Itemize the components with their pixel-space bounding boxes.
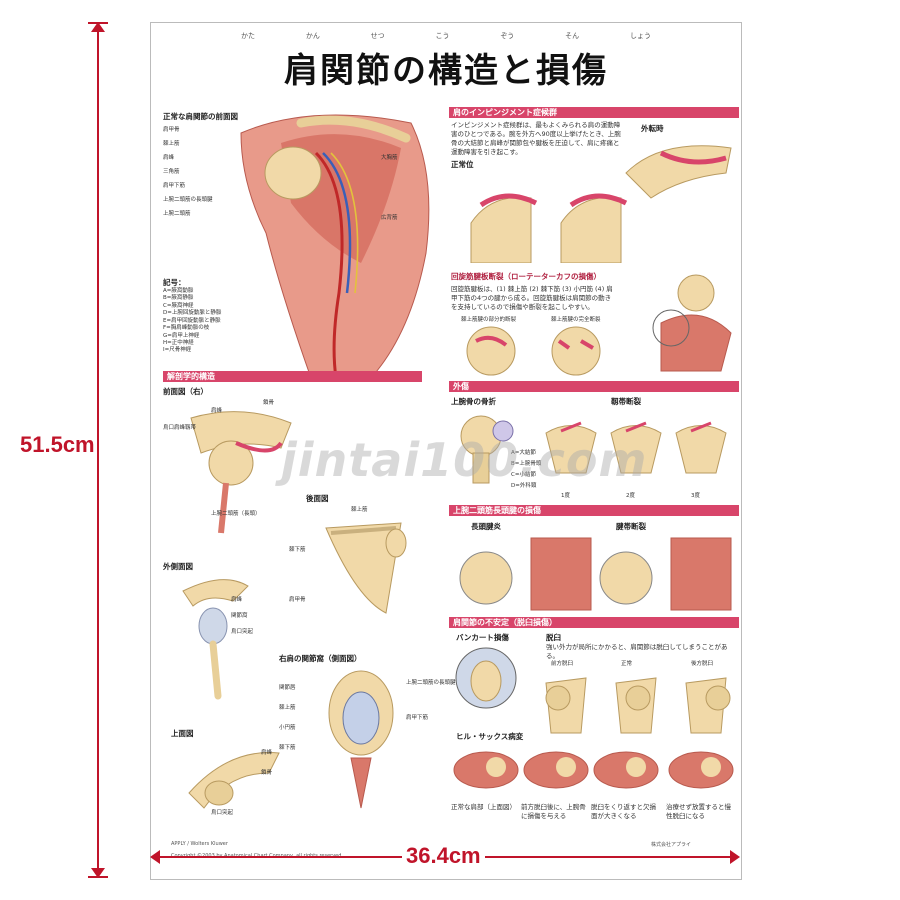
main-label: 肩甲骨 [163, 127, 180, 133]
main-view-caption: 正常な肩関節の前面図 [163, 112, 238, 121]
hill-sachs-caption: 前方脱臼後に、上腕骨に損傷を与える [521, 803, 586, 821]
rotator-text: 回旋筋腱板は、(1) 棘上筋 (2) 棘下筋 (3) 小円筋 (4) 肩甲下筋の… [451, 285, 613, 312]
dislocation-type: 正常 [621, 661, 633, 667]
ligament-illustration [545, 421, 727, 474]
tendon-rupture-label: 腱帯断裂 [616, 522, 646, 531]
legend-title: 記号： [163, 278, 186, 287]
fracture-label: C=小結節 [511, 472, 536, 478]
top-label: 烏口突起 [211, 810, 234, 816]
glenoid-label: 小円筋 [279, 725, 296, 731]
front-label: 上腕二頭筋（長頭） [211, 511, 261, 517]
fracture-label: A=大結節 [511, 450, 536, 456]
front-label: 鎖骨 [263, 400, 275, 406]
lateral-label: 烏口突起 [231, 629, 254, 635]
tendinitis-label: 長頭腱炎 [471, 522, 501, 531]
impingement-section-bar: 肩のインピンジメント症候群 [449, 107, 739, 118]
height-dimension-label: 51.5cm [20, 432, 95, 457]
top-label: 鎖骨 [261, 770, 273, 776]
abduction-illustration [625, 145, 732, 199]
title-ruby: かたかんせつ こうぞうそんしょう [241, 32, 651, 40]
fracture-title: 上腕骨の骨折 [451, 397, 496, 406]
degree-label: 3度 [691, 493, 700, 499]
biceps-section-bar: 上腕二頭筋長頭腱の損傷 [449, 505, 739, 516]
top-view-illustration [188, 752, 280, 809]
front-view-illustration [190, 411, 292, 534]
back-label: 棘上筋 [351, 507, 368, 513]
glenoid-label: 関節唇 [279, 685, 296, 691]
fracture-illustration [460, 415, 514, 484]
lateral-view-caption: 外側面図 [163, 562, 193, 571]
rotator-tear-illustration [466, 326, 601, 376]
lateral-label: 関節窩 [231, 613, 248, 619]
glenoid-view-caption: 右肩の関節窩（側面図） [279, 654, 362, 663]
dislocation-type: 後方脱臼 [691, 661, 714, 667]
poster: かたかんせつ こうぞうそんしょう 肩関節の構造と損傷 正常な肩関節の前面図 肩甲… [150, 22, 742, 880]
fracture-label: D=外科頸 [511, 483, 537, 489]
fracture-label: B=上腕骨頭 [511, 461, 542, 467]
degree-label: 1度 [561, 493, 570, 499]
glenoid-label: 肩甲下筋 [406, 715, 429, 721]
biceps-illustration [459, 537, 732, 611]
glenoid-label: 棘上筋 [279, 705, 296, 711]
bankart-label: バンカート損傷 [456, 633, 509, 642]
back-label: 棘下筋 [289, 547, 306, 553]
glenoid-label: 棘下筋 [279, 745, 296, 751]
main-label: 棘上筋 [163, 141, 180, 147]
trauma-section-bar: 外傷 [449, 381, 739, 392]
top-view-caption: 上面図 [171, 729, 194, 738]
anatomy-section-bar: 解剖学的構造 [163, 371, 422, 382]
front-label: 肩峰 [211, 408, 223, 414]
back-label: 肩甲骨 [289, 597, 306, 603]
normal-position-illustration [470, 193, 628, 263]
top-label: 肩峰 [261, 750, 273, 756]
main-label: 広背筋 [381, 215, 398, 221]
rotator-label: 棘上筋腱の部分的断裂 [461, 317, 517, 323]
footer-brand: APPLY / Wolters Kluwer [171, 841, 228, 847]
glenoid-label: 上腕二頭筋の長頭腱 [406, 680, 456, 686]
footer-publisher: 株式会社アプライ [651, 842, 692, 848]
shoulder-anterior-illustration [240, 114, 430, 379]
rotator-cuff-illustration [652, 274, 732, 372]
rotator-label: 棘上筋腱の完全断裂 [551, 317, 601, 323]
main-label: 上腕二頭筋の長頭腱 [163, 197, 213, 203]
dislocation-illustration [545, 677, 731, 734]
watermark: jintai100.com [281, 433, 648, 487]
normal-position-label: 正常位 [451, 160, 474, 169]
rotator-section-title: 回旋筋腱板断裂（ローテーターカフの損傷） [451, 272, 601, 281]
hill-sachs-label: ヒル・サックス病変 [456, 732, 524, 741]
back-view-caption: 後面図 [306, 494, 329, 503]
lateral-view-illustration [182, 579, 249, 700]
poster-title: 肩関節の構造と損傷 [284, 51, 608, 91]
height-dimension-line [88, 22, 108, 878]
hill-sachs-caption: 治療せず放置すると慢性脱臼になる [666, 803, 731, 821]
bankart-illustration [455, 647, 517, 709]
dislocation-type: 前方脱臼 [551, 661, 574, 667]
dislocation-label: 脱臼 [546, 633, 561, 642]
abduction-label: 外転時 [641, 124, 664, 133]
dislocation-text: 強い外力が局所にかかると、肩関節は脱臼してしまうことがある。 [546, 643, 728, 661]
back-view-illustration [325, 522, 407, 614]
main-label: 肩峰 [163, 155, 175, 161]
hill-sachs-illustration [453, 751, 734, 789]
lateral-label: 肩峰 [231, 597, 243, 603]
main-label: 肩甲下筋 [163, 183, 186, 189]
hill-sachs-caption: 脱臼をくり返すと欠損面が大きくなる [591, 803, 656, 821]
hill-sachs-caption: 正常な肩部（上面図） [451, 803, 516, 811]
glenoid-view-illustration [328, 670, 394, 809]
width-dimension-label: 36.4cm [402, 843, 485, 869]
front-view-caption: 前面図（右） [163, 387, 208, 396]
main-label: 上腕二頭筋 [163, 211, 191, 217]
front-label: 烏口肩峰靱帯 [163, 425, 197, 431]
main-label: 三角筋 [163, 169, 180, 175]
impingement-text: インピンジメント症候群は、最もよくみられる肩の運動障害のひとつである。腕を外方へ… [451, 121, 621, 157]
ligament-title: 靱帯断裂 [611, 397, 641, 406]
degree-label: 2度 [626, 493, 635, 499]
main-label: 大胸筋 [381, 155, 398, 161]
instability-section-bar: 肩関節の不安定（脱臼損傷） [449, 617, 739, 628]
